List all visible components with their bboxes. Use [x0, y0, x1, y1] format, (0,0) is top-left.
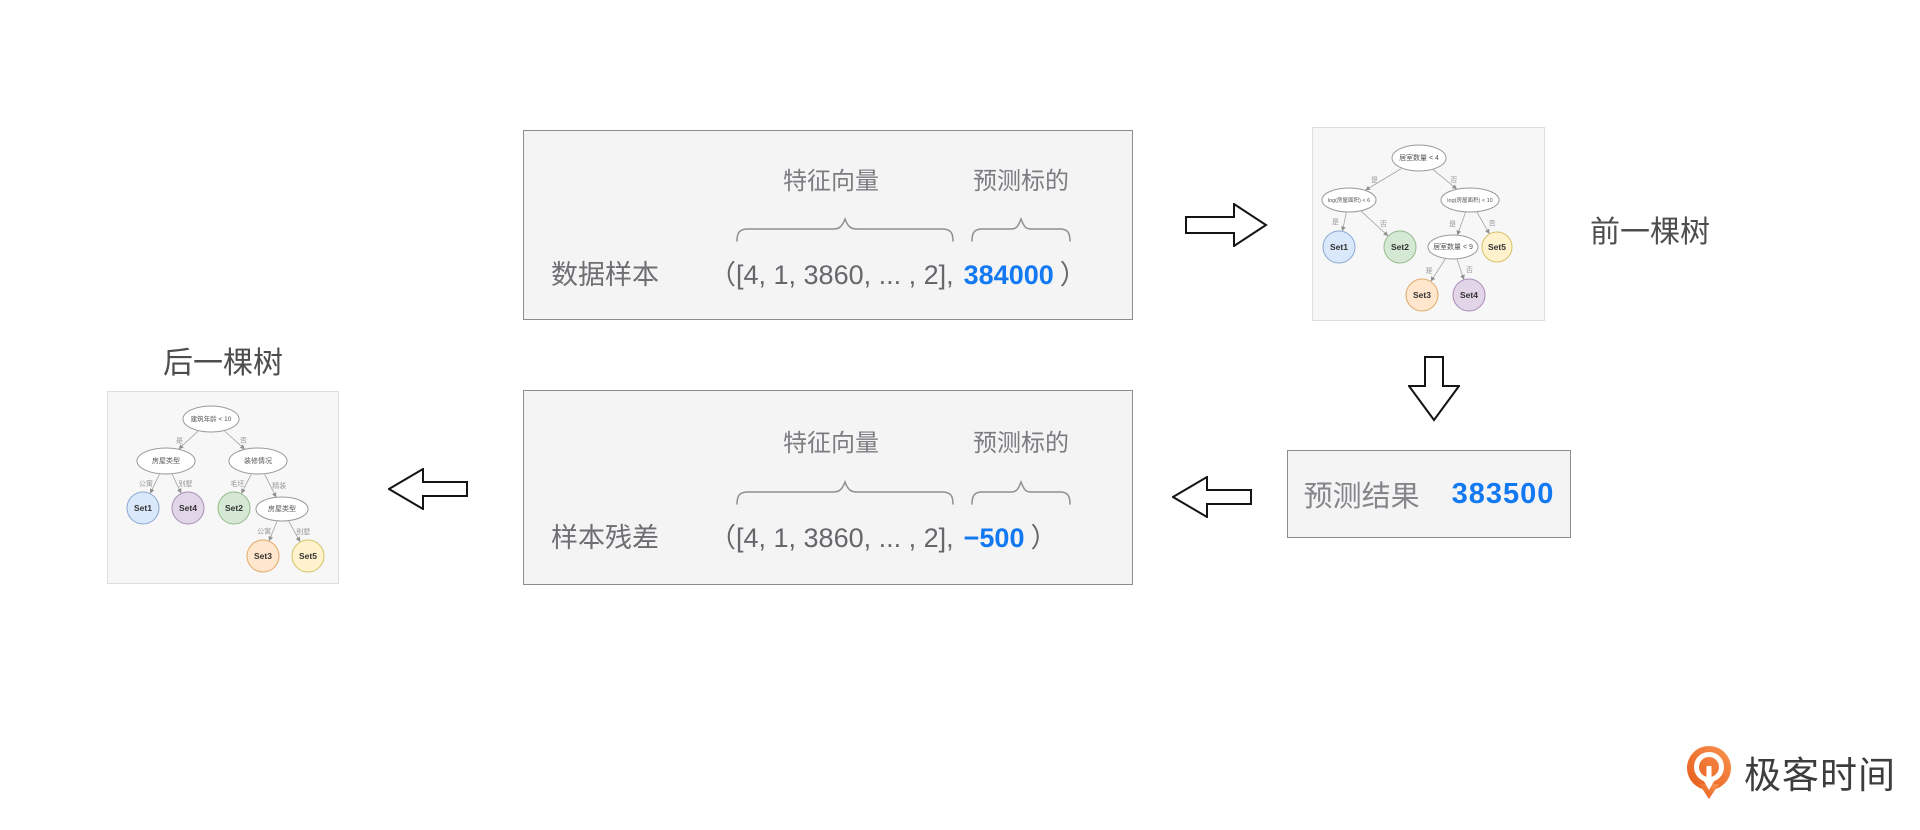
- target-brace: [971, 479, 1071, 505]
- svg-text:公寓: 公寓: [139, 479, 153, 488]
- data-sample-box: 特征向量 预测标的 数据样本 （[4, 1, 3860, ... , 2], 38…: [523, 130, 1133, 320]
- svg-text:居室数量 < 4: 居室数量 < 4: [1399, 153, 1439, 162]
- target-value: 384000: [963, 260, 1054, 290]
- svg-text:Set3: Set3: [1413, 290, 1431, 300]
- feature-vector-label: 特征向量: [783, 430, 879, 457]
- geektime-logo-icon: [1687, 746, 1731, 799]
- tuple-close: ）: [1059, 260, 1087, 290]
- svg-text:否: 否: [1380, 220, 1387, 228]
- prediction-result-box: 预测结果 383500: [1287, 450, 1571, 538]
- svg-text:Set4: Set4: [1460, 290, 1478, 300]
- svg-text:否: 否: [1466, 266, 1473, 274]
- svg-text:装修情况: 装修情况: [244, 456, 272, 465]
- svg-text:Set2: Set2: [225, 503, 243, 513]
- svg-text:是: 是: [1426, 266, 1433, 274]
- svg-text:否: 否: [240, 436, 247, 444]
- geektime-logo-text: 极客时间: [1744, 755, 1896, 796]
- arrow-down-icon: [1408, 356, 1460, 422]
- svg-text:精装: 精装: [272, 481, 286, 490]
- svg-text:居室数量 < 9: 居室数量 < 9: [1433, 242, 1473, 251]
- svg-text:Set3: Set3: [254, 551, 272, 561]
- svg-text:是: 是: [1332, 218, 1339, 226]
- arrow-right-icon: [1185, 203, 1268, 247]
- target-label: 预测标的: [973, 168, 1069, 195]
- arrow-left-icon: [388, 468, 468, 510]
- svg-text:是: 是: [1371, 176, 1378, 184]
- svg-text:log(房屋面积) < 10: log(房屋面积) < 10: [1447, 196, 1492, 204]
- svg-text:是: 是: [1449, 220, 1456, 228]
- residual-value: −500: [963, 523, 1025, 553]
- svg-text:Set2: Set2: [1391, 242, 1409, 252]
- svg-text:别墅: 别墅: [179, 479, 193, 488]
- target-brace: [971, 216, 1071, 242]
- svg-text:否: 否: [1489, 219, 1496, 227]
- data-sample-label: 数据样本: [551, 260, 659, 290]
- svg-text:毛坯: 毛坯: [230, 479, 244, 488]
- svg-text:Set1: Set1: [1330, 242, 1348, 252]
- svg-text:Set5: Set5: [299, 551, 317, 561]
- svg-text:别墅: 别墅: [296, 527, 310, 536]
- svg-text:房屋类型: 房屋类型: [152, 456, 180, 465]
- arrow-left-icon: [1172, 476, 1252, 518]
- target-label: 预测标的: [973, 430, 1069, 457]
- svg-text:房屋类型: 房屋类型: [268, 504, 296, 513]
- prediction-result-label: 预测结果: [1303, 481, 1420, 513]
- prev-tree-title: 前一棵树: [1590, 216, 1710, 249]
- svg-text:Set1: Set1: [134, 503, 152, 513]
- svg-text:否: 否: [1450, 176, 1457, 184]
- svg-text:log(房屋面积) < 6: log(房屋面积) < 6: [1328, 196, 1370, 204]
- feature-vector-brace: [736, 479, 954, 505]
- svg-text:是: 是: [176, 436, 183, 444]
- tuple-open: （[4, 1, 3860, ... , 2],: [709, 260, 954, 290]
- prediction-result-value: 383500: [1451, 477, 1555, 510]
- residual-label: 样本残差: [551, 523, 659, 553]
- svg-text:Set4: Set4: [179, 503, 197, 513]
- data-sample-tuple: （[4, 1, 3860, ... , 2], 384000）: [709, 253, 1087, 292]
- residual-box: 特征向量 预测标的 样本残差 （[4, 1, 3860, ... , 2], −5…: [523, 390, 1133, 585]
- svg-text:建筑年龄 < 10: 建筑年龄 < 10: [191, 414, 232, 423]
- tuple-open: （[4, 1, 3860, ... , 2],: [709, 523, 954, 553]
- geektime-logo: 极客时间: [1686, 744, 1896, 800]
- next-tree-title: 后一棵树: [163, 347, 283, 380]
- svg-text:Set5: Set5: [1488, 242, 1506, 252]
- residual-tuple: （[4, 1, 3860, ... , 2], −500）: [709, 516, 1057, 555]
- tuple-close: ）: [1030, 523, 1058, 553]
- feature-vector-label: 特征向量: [783, 168, 879, 195]
- svg-text:公寓: 公寓: [257, 526, 271, 535]
- feature-vector-brace: [736, 216, 954, 242]
